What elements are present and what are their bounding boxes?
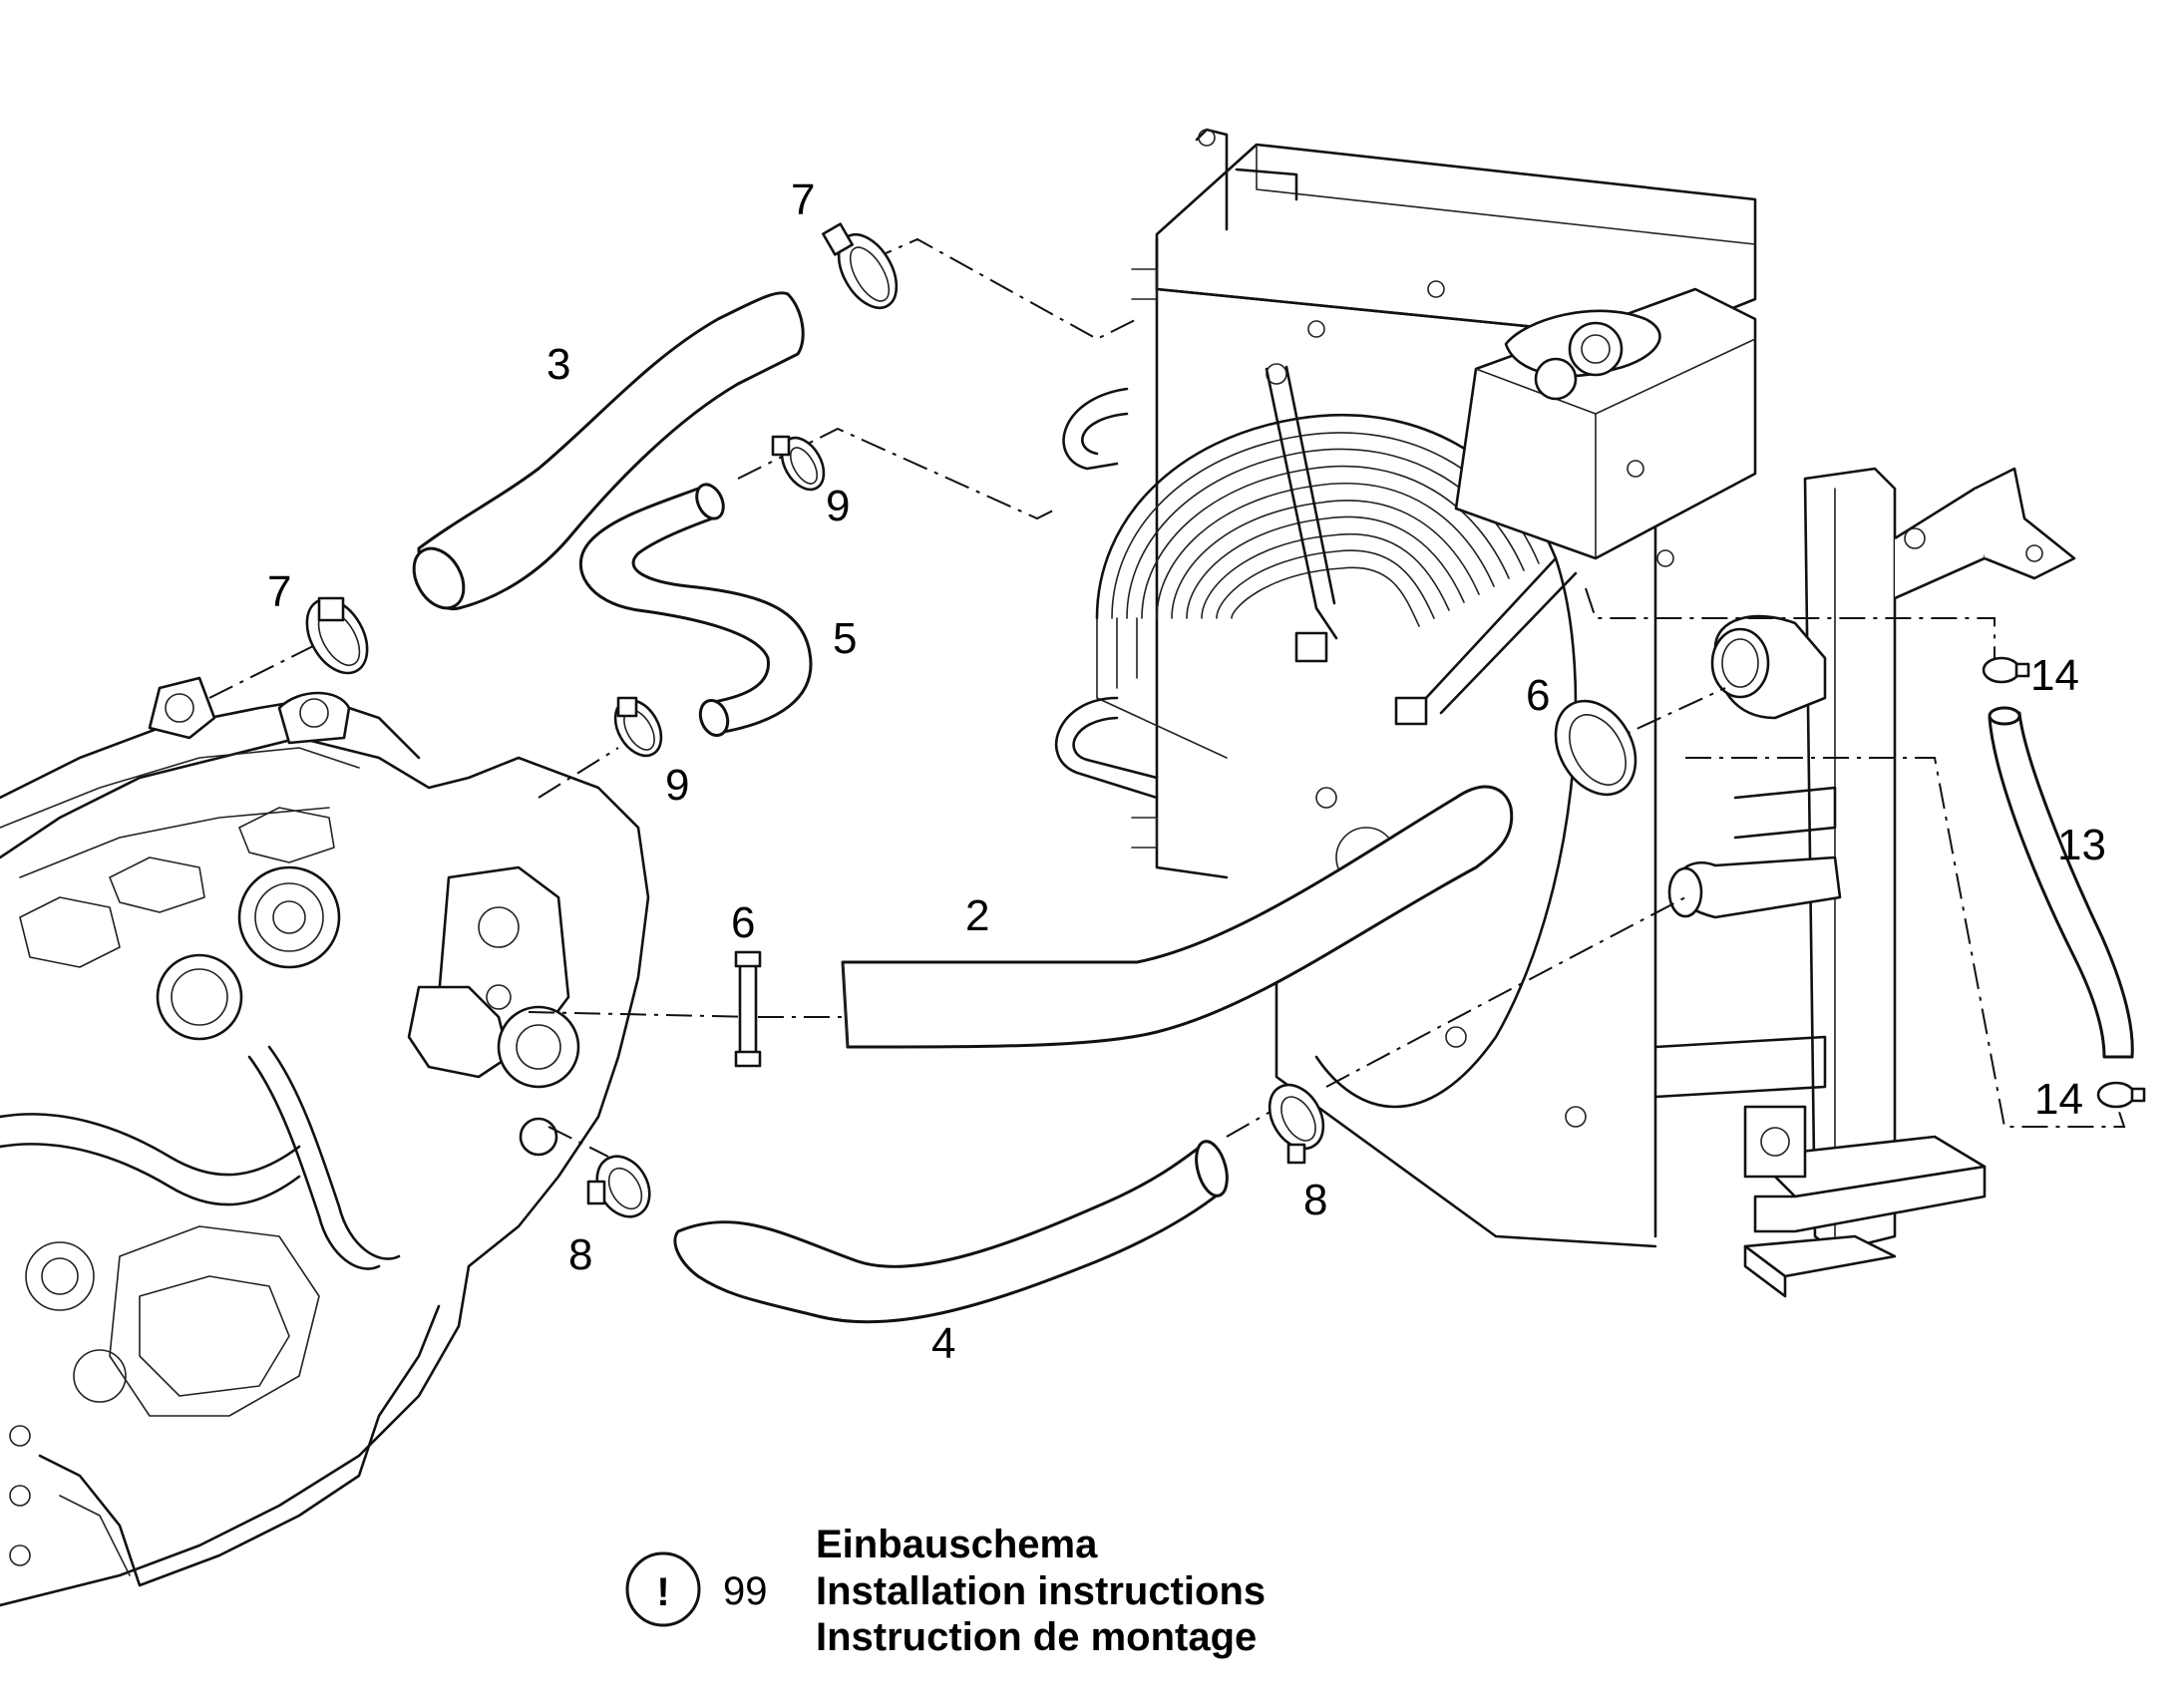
note-line-fr: Instruction de montage bbox=[816, 1615, 1257, 1659]
hose-13-overflow bbox=[1988, 706, 2134, 1059]
clamp-7-left bbox=[305, 596, 369, 675]
callout-14-bottom: 14 bbox=[2034, 1075, 2083, 1124]
clamp-7-top bbox=[822, 222, 899, 309]
callout-3: 3 bbox=[546, 340, 570, 389]
callout-7-left: 7 bbox=[267, 567, 291, 616]
callout-6-left: 6 bbox=[731, 898, 755, 947]
hose-3-upper bbox=[412, 291, 805, 611]
callout-8-left: 8 bbox=[568, 1230, 592, 1279]
callout-labels: 3 7 7 9 9 5 6 6 2 8 8 4 14 13 14 bbox=[267, 175, 2106, 1368]
clamp-8-right bbox=[1268, 1083, 1325, 1165]
clamp-14-bottom bbox=[2096, 1081, 2146, 1109]
clamp-6-left bbox=[734, 950, 762, 1068]
clamp-8-left bbox=[586, 1155, 651, 1218]
expansion-tank bbox=[1454, 287, 1757, 560]
radiator-assembly bbox=[1055, 128, 2076, 1298]
callout-4: 4 bbox=[931, 1319, 955, 1368]
engine-block bbox=[0, 676, 650, 1607]
callout-7-top: 7 bbox=[791, 175, 815, 224]
callout-6-right: 6 bbox=[1526, 671, 1550, 720]
clamp-14-top bbox=[1982, 656, 2030, 684]
hose-2-main bbox=[841, 785, 1514, 1049]
note-line-en: Installation instructions bbox=[816, 1569, 1266, 1613]
installation-note: ! 99 Einbauschema Installation instructi… bbox=[625, 1523, 1266, 1659]
exclamation-symbol: ! bbox=[656, 1570, 669, 1614]
callout-13: 13 bbox=[2057, 821, 2106, 869]
callout-9-top: 9 bbox=[826, 482, 850, 530]
callout-2: 2 bbox=[965, 891, 989, 940]
clamp-6-right bbox=[1554, 699, 1637, 797]
hose-4-lower bbox=[673, 1140, 1229, 1324]
hose-5-bypass bbox=[578, 483, 813, 737]
callout-8-right: 8 bbox=[1303, 1176, 1327, 1224]
callout-5: 5 bbox=[833, 614, 857, 663]
note-line-de: Einbauschema bbox=[816, 1523, 1098, 1566]
note-number: 99 bbox=[723, 1569, 768, 1613]
exclamation-circle-icon: ! bbox=[625, 1551, 701, 1627]
callout-9-bottom: 9 bbox=[665, 761, 689, 810]
clamp-9-bottom bbox=[613, 696, 663, 758]
clamp-9-top bbox=[771, 435, 826, 492]
callout-14-top: 14 bbox=[2030, 651, 2079, 700]
